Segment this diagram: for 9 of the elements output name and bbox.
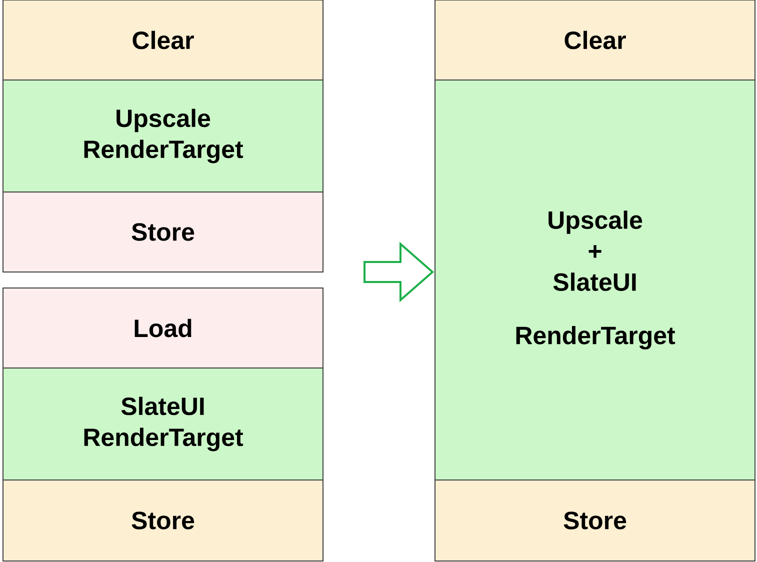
render-band: SlateUI RenderTarget bbox=[2, 368, 324, 480]
pass-band: Clear bbox=[434, 0, 756, 80]
pass-band: Store bbox=[434, 480, 756, 562]
pass-band: Store bbox=[2, 480, 324, 562]
render-band: Upscale RenderTarget bbox=[2, 80, 324, 192]
pass-band: Store bbox=[2, 192, 324, 272]
render-band: Upscale + SlateUI RenderTarget bbox=[434, 80, 756, 480]
pass-band: Clear bbox=[2, 0, 324, 80]
pass-band: Load bbox=[2, 288, 324, 368]
